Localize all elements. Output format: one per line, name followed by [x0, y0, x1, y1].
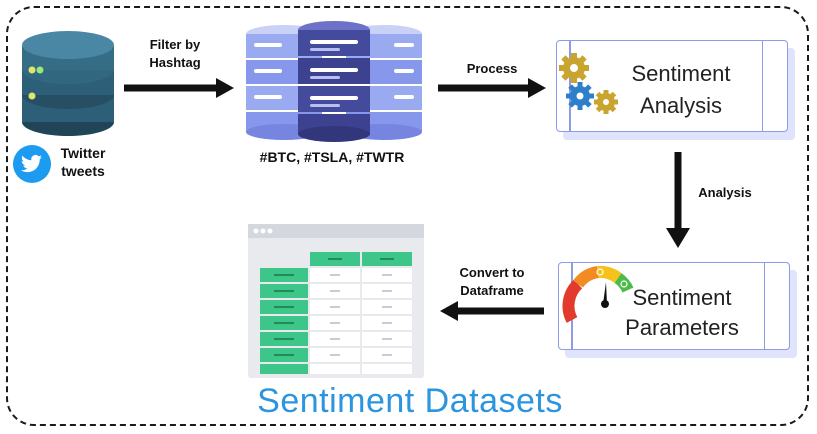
twitter-icon: [13, 145, 51, 183]
sentiment-analysis-line1: Sentiment: [631, 61, 731, 86]
source-label: Twitter tweets: [60, 145, 106, 179]
database-icon: [22, 31, 114, 136]
card-divider-right: [763, 263, 765, 349]
convert-label: Convert to Dataframe: [459, 265, 525, 298]
card-divider-left: [569, 41, 571, 131]
table-icon: [248, 224, 424, 378]
sentiment-parameters-line2: Parameters: [625, 315, 739, 340]
arrow-convert: [440, 301, 544, 321]
hashtags-label: #BTC, #TSLA, #TWTR: [259, 149, 405, 165]
arrow-process: [438, 78, 546, 98]
gauge-icon: [562, 265, 634, 323]
sentiment-analysis-line2: Analysis: [640, 93, 722, 118]
server-stack-icon: [246, 21, 422, 142]
gears-icon: [559, 53, 618, 114]
card-divider-right: [761, 41, 763, 131]
footer-title: Sentiment Datasets: [257, 382, 563, 420]
arrow-filter: [124, 78, 234, 98]
process-label: Process: [466, 61, 518, 76]
sentiment-parameters-line1: Sentiment: [632, 285, 732, 310]
arrow-analysis: [666, 152, 690, 248]
sentiment-analysis-card: Sentiment Analysis: [556, 40, 788, 132]
analysis-label: Analysis: [698, 185, 752, 200]
filter-label: Filter by Hashtag: [149, 37, 201, 70]
dashed-frame: [6, 6, 809, 426]
sentiment-parameters-card: Sentiment Parameters: [558, 262, 790, 350]
